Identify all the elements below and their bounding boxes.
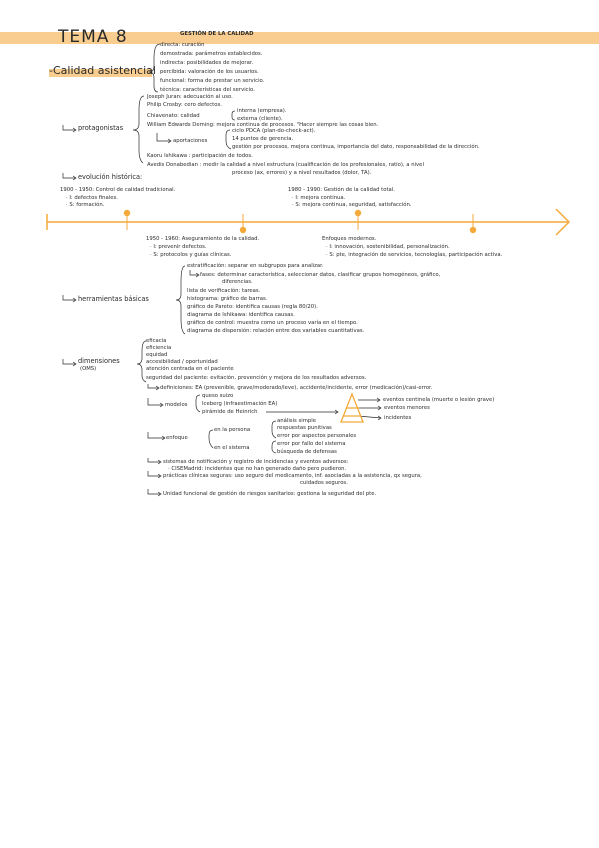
aport-gestion: gestión por procesos, mejora continua, i…: [232, 144, 480, 150]
period-1950-title: 1950 - 1960: Aseguramiento de la calidad…: [146, 236, 260, 242]
modelo-heinrich: pirámide de Heinrich: [202, 409, 258, 415]
def-percibida: percibida: valoración de los usuarios.: [160, 69, 259, 75]
protagonistas-label: protagonistas: [78, 124, 124, 132]
period-1900-i: · I: defectos finales.: [66, 195, 118, 201]
prot-externa: externa (cliente).: [237, 116, 283, 122]
seg-practicas-cont: cuidados seguros.: [300, 480, 348, 486]
prot-ishikawa: Kaoru Ishikawa : participación de todos.: [147, 153, 253, 159]
seg-cisemadrid: · CISEMadrid: incidentes que no han gene…: [168, 466, 347, 472]
tool-histograma: histograma: gráfico de barras.: [187, 296, 268, 302]
tool-pareto: gráfico de Pareto: identifica causas (re…: [187, 304, 318, 310]
sistema-error: error por fallo del sistema: [277, 441, 346, 447]
prot-donabedian: Avedis Donabedian : medir la calidad a n…: [147, 162, 424, 168]
tool-fases-cont: diferencias.: [222, 279, 253, 285]
pyramid-incidentes: incidentes: [384, 415, 412, 421]
seg-sistemas: sistemas de notificación y registro de i…: [163, 459, 349, 465]
prot-crosby: Philip Crosby: cero defectos.: [147, 102, 222, 108]
heinrich-pyramid: [340, 392, 364, 423]
dim-equidad: equidad: [146, 352, 168, 358]
def-funcional: funcional: forma de prestar un servicio.: [160, 78, 265, 84]
seg-modelos: modelos: [165, 402, 188, 408]
dimensiones-oms: (OMS): [80, 366, 97, 372]
period-1900-title: 1900 - 1950: Control de calidad tradicio…: [60, 187, 176, 193]
dim-eficacia: eficacia: [146, 338, 167, 344]
period-modern-title: Enfoques modernos.: [322, 236, 377, 242]
page-title: TEMA 8: [58, 27, 128, 47]
tool-estratificacion: estratificación: separar en subgrupos pa…: [187, 263, 324, 269]
sistema-defensas: búsqueda de defensas: [277, 449, 337, 455]
enfoque-persona: en la persona: [214, 427, 251, 433]
herramientas-label: herramientas básicas: [78, 295, 149, 303]
prot-chiavenato: Chiavenato: calidad: [147, 113, 200, 119]
period-1950-i: · I: prevenir defectos.: [150, 244, 207, 250]
dim-atencion: atención centrada en el paciente: [146, 366, 234, 372]
prot-donabedian-cont: proceso (ax, errores) y a nivel resultad…: [232, 170, 372, 176]
tool-fases: fases: determinar característica, selecc…: [200, 272, 441, 278]
dim-accesibilidad: accesibilidad / oportunidad: [146, 359, 218, 365]
title-highlight-bar: [0, 32, 599, 44]
def-indirecta: indirecta: posibilidades de mejorar.: [160, 60, 254, 66]
persona-error: error por aspectos personales: [277, 433, 357, 439]
seg-unidad: Unidad funcional de gestión de riesgos s…: [163, 491, 377, 497]
prot-interna: interna (empresa).: [237, 108, 287, 114]
period-modern-i: · I: innovación, sostenibilidad, persona…: [326, 244, 450, 250]
prot-juran: Joseph Juran: adecuación al uso.: [147, 94, 233, 100]
aport-pdca: ciclo PDCA (plan-do-check-act).: [232, 128, 316, 134]
period-1980-i: · I: mejora continua.: [292, 195, 346, 201]
modelo-queso: queso suizo: [202, 393, 234, 399]
def-demostrada: demostrada: parámetros establecidos.: [160, 51, 263, 57]
timeline-marker: [469, 226, 477, 234]
period-1950-s: · S: protocolos y guías clínicas.: [150, 252, 232, 258]
tool-control: gráfico de control: muestra como un proc…: [187, 320, 358, 326]
period-1980-title: 1980 - 1990: Gestión de la calidad total…: [288, 187, 395, 193]
aport-14-puntos: 14 puntos de gerencia.: [232, 136, 294, 142]
evolucion-label: evolución histórica:: [78, 173, 143, 181]
def-directa: directa: curación: [160, 42, 205, 48]
subject-title: GESTIÓN DE LA CALIDAD: [180, 31, 254, 37]
pyramid-menores: eventos menores: [384, 405, 430, 411]
seg-enfoque: enfoque: [166, 435, 188, 441]
persona-punitivas: respuestas punitivas: [277, 425, 332, 431]
def-tecnica: técnica: características del servicio.: [160, 87, 255, 93]
period-modern-s: · S: pte, integración de servicios, tecn…: [326, 252, 503, 258]
persona-analisis: análisis simple: [277, 418, 316, 424]
dimensiones-label: dimensiones: [78, 357, 120, 365]
prot-deming: William Edwards Deming: mejora continua …: [147, 122, 379, 128]
timeline-marker: [239, 226, 247, 234]
tool-ishikawa: diagrama de Ishikawa: identifica causas.: [187, 312, 295, 318]
seg-practicas: prácticas clínicas seguras: uso seguro d…: [163, 473, 422, 479]
tool-dispersion: diagrama de dispersión: relación entre d…: [187, 328, 365, 334]
seg-definiciones: definiciones: EA (prevenible, grave/mode…: [160, 385, 433, 391]
prot-aportaciones: aportaciones: [173, 138, 208, 144]
period-1980-s: · S: mejora continua, seguridad, satisfa…: [292, 202, 412, 208]
dim-seguridad: seguridad del paciente: evitación, preve…: [146, 375, 367, 381]
topic-highlight: [49, 69, 152, 77]
enfoque-sistema: en el sistema: [214, 445, 250, 451]
timeline-axis: [46, 208, 571, 236]
dim-eficiencia: eficiencia: [146, 345, 172, 351]
pyramid-centinela: eventos centinela (muerte o lesión grave…: [383, 397, 495, 403]
tool-lista: lista de verificación: tareas.: [187, 288, 261, 294]
modelo-iceberg: Iceberg (infraestimación EA): [202, 401, 278, 407]
timeline-marker: [354, 209, 362, 217]
timeline-marker: [123, 209, 131, 217]
period-1900-s: · S: formación.: [66, 202, 105, 208]
topic-title: -Calidad asistencial: [49, 64, 156, 77]
